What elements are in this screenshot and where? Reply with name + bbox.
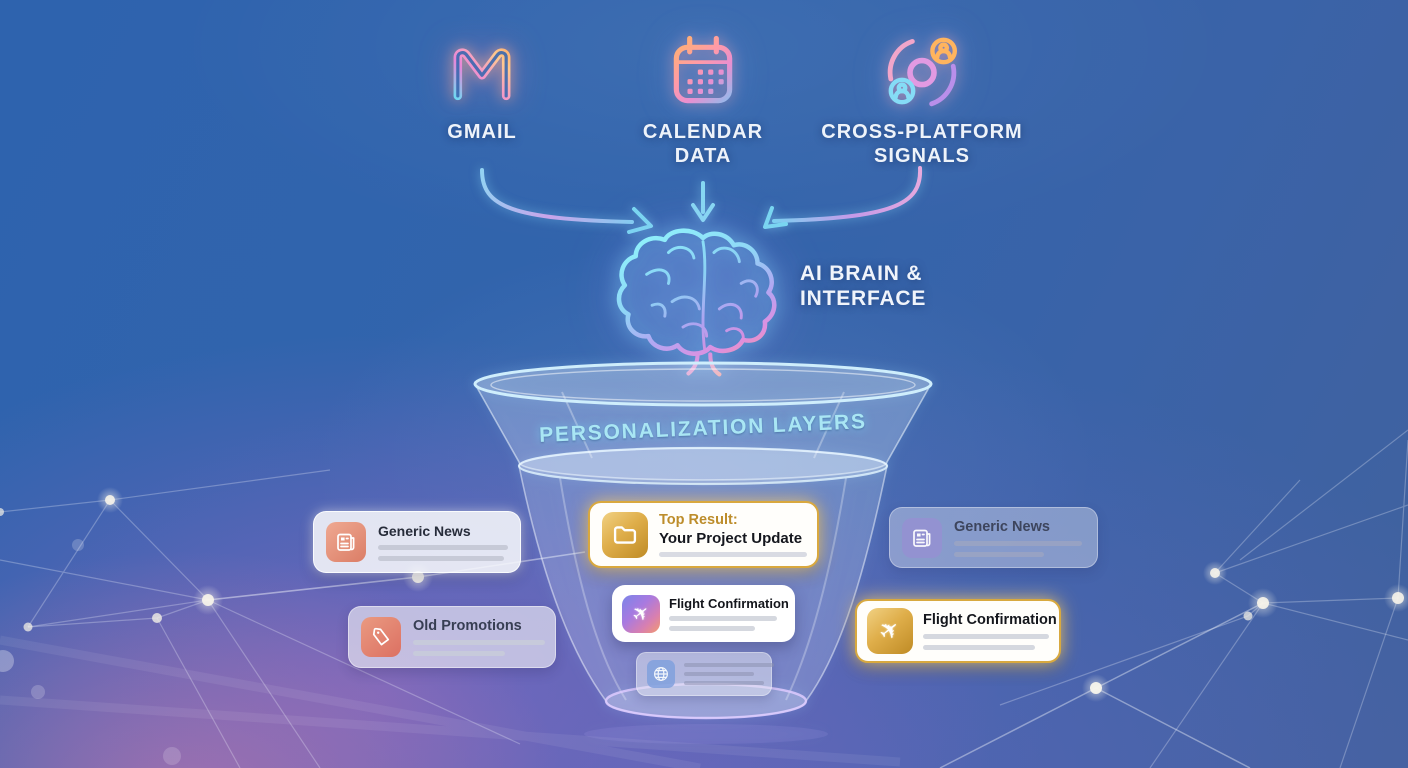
placeholder-line — [669, 626, 755, 631]
funnel-title: PERSONALIZATION LAYERS — [538, 410, 868, 447]
gmail-icon — [446, 30, 518, 112]
card-title: Your Project Update — [659, 530, 803, 547]
source-calendar: CALENDAR DATA — [591, 30, 815, 168]
card-title: Generic News — [954, 518, 1050, 535]
card-flight-confirmation-middle: ✈ Flight Confirmation — [612, 585, 795, 642]
calendar-icon — [666, 30, 740, 112]
price-tag-icon — [361, 617, 401, 657]
ai-brain-label: AI BRAIN & INTERFACE — [800, 262, 927, 310]
source-signals: CROSS-PLATFORM SIGNALS — [810, 30, 1034, 168]
arrow-left — [480, 168, 634, 224]
placeholder-line — [659, 552, 807, 557]
placeholder-line — [413, 640, 545, 645]
placeholder-line — [684, 663, 774, 667]
card-title: Generic News — [378, 523, 471, 539]
cross-platform-label: CROSS-PLATFORM SIGNALS — [821, 121, 1023, 167]
airplane-icon: ✈ — [622, 594, 660, 633]
card-top-result: Top Result: Your Project Update — [588, 501, 819, 568]
cross-platform-icon — [882, 30, 962, 112]
airplane-icon: ✈ — [867, 608, 913, 654]
ai-brain-icon — [616, 228, 777, 377]
placeholder-line — [923, 645, 1035, 650]
newspaper-icon — [902, 517, 942, 558]
calendar-label: CALENDAR DATA — [642, 121, 764, 167]
placeholder-line — [954, 551, 1044, 557]
card-generic-news-right: Generic News — [889, 507, 1098, 568]
placeholder-line — [378, 556, 504, 561]
placeholder-line — [378, 545, 508, 550]
card-title: Flight Confirmation — [923, 612, 1057, 628]
placeholder-line — [684, 672, 754, 676]
gmail-label: GMAIL — [447, 121, 517, 143]
card-prefix: Top Result: — [659, 512, 738, 528]
placeholder-line — [669, 616, 777, 621]
placeholder-line — [954, 540, 1082, 546]
card-title: Old Promotions — [413, 618, 522, 634]
newspaper-icon — [326, 522, 366, 562]
placeholder-line — [413, 651, 505, 656]
card-title: Flight Confirmation — [669, 596, 789, 611]
placeholder-line — [923, 634, 1049, 639]
card-generic-news-left: Generic News — [313, 511, 521, 573]
placeholder-line — [684, 681, 764, 685]
card-flight-confirmation-right: ✈ Flight Confirmation — [855, 599, 1061, 663]
globe-icon — [647, 660, 675, 688]
source-gmail: GMAIL — [370, 30, 594, 144]
card-old-promotions: Old Promotions — [348, 606, 556, 668]
arrow-right — [772, 166, 923, 223]
card-muted-item — [636, 652, 774, 696]
folder-icon — [602, 511, 648, 558]
